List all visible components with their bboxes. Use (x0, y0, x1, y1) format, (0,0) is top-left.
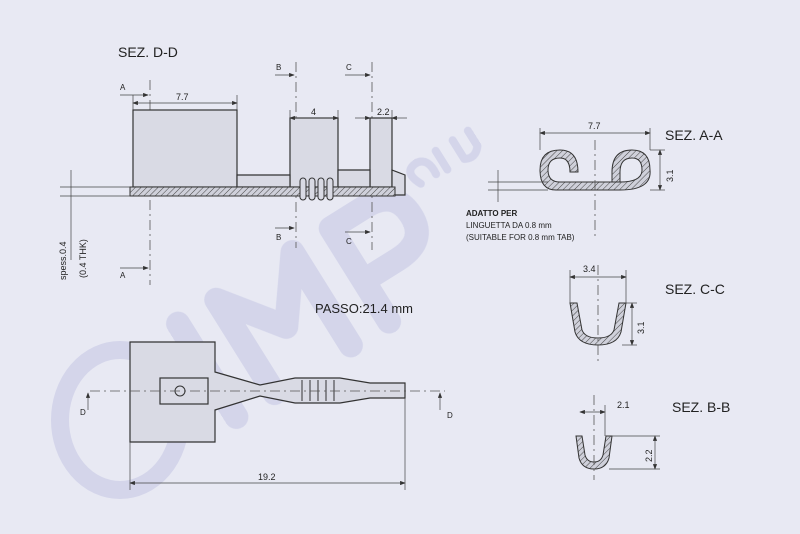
marker-b-top: B (276, 63, 281, 72)
section-cc-drawing (569, 265, 637, 365)
dim-aa-7-7: 7.7 (588, 121, 601, 131)
thickness-label-en: (0.4 THK) (78, 239, 88, 278)
marker-d-left: D (80, 408, 86, 417)
section-cc-title: SEZ. C-C (665, 281, 725, 297)
dim-bb-2-1: 2.1 (617, 400, 630, 410)
note-line-3: (SUITABLE FOR 0.8 mm TAB) (466, 233, 575, 242)
dim-4: 4 (311, 107, 316, 117)
marker-d-right: D (447, 411, 453, 420)
marker-c-top: C (346, 63, 352, 72)
dim-bb-2-2: 2.2 (644, 449, 654, 462)
top-view (85, 341, 445, 490)
section-bb-drawing (575, 395, 660, 480)
dim-2-2: 2.2 (377, 107, 390, 117)
dim-7-7: 7.7 (176, 92, 189, 102)
section-aa-title: SEZ. A-A (665, 127, 723, 143)
pitch-label: PASSO:21.4 mm (315, 301, 413, 316)
marker-a-bottom: A (120, 271, 126, 280)
side-view (60, 62, 407, 285)
section-aa-drawing (488, 128, 665, 240)
section-bb-title: SEZ. B-B (672, 399, 730, 415)
dim-cc-3-4: 3.4 (583, 264, 596, 274)
section-dd-title: SEZ. D-D (118, 44, 178, 60)
thickness-label-it: spess.0.4 (58, 241, 68, 280)
dim-cc-3-1: 3.1 (636, 321, 646, 334)
dim-19-2: 19.2 (258, 472, 276, 482)
note-line-2: LINGUETTA DA 0.8 mm (466, 221, 552, 230)
marker-b-bottom: B (276, 233, 281, 242)
dim-aa-3-1: 3.1 (665, 169, 675, 182)
marker-a-top: A (120, 83, 126, 92)
note-line-1: ADATTO PER (466, 209, 517, 218)
marker-c-bottom: C (346, 237, 352, 246)
